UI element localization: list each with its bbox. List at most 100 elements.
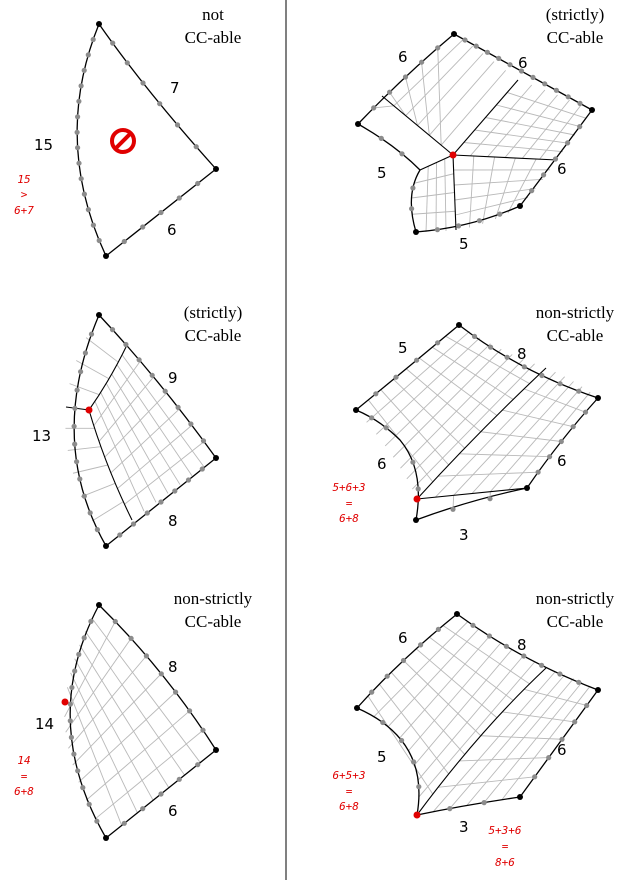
grid-line (435, 371, 556, 498)
grid-line (121, 354, 205, 468)
subdivision-point (565, 94, 571, 100)
note-line-1: 6+5+3 (332, 769, 365, 782)
subdivision-point (94, 818, 100, 824)
corner-vertex (454, 611, 460, 617)
subdivision-point (488, 344, 494, 350)
caption-line-1: non-strictly (536, 303, 615, 322)
subdivision-point (69, 684, 75, 691)
subdivision-point (162, 388, 168, 394)
caption-line-1: (strictly) (184, 303, 243, 322)
boundary-vertex (61, 698, 69, 706)
grid-line (65, 638, 132, 733)
subdivision-point (387, 89, 393, 95)
grid-line (453, 376, 565, 496)
subdivision-point (158, 671, 164, 677)
side-label: 8 (168, 658, 178, 676)
grid-line (68, 655, 147, 749)
subdivision-point (130, 521, 137, 527)
subdivision-point (410, 185, 416, 191)
subdivision-point (117, 532, 123, 538)
grid-line (390, 671, 466, 755)
grid-line (454, 188, 536, 201)
grid-line (480, 431, 562, 442)
subdivision-point (71, 751, 77, 757)
subdivision-point (542, 81, 548, 87)
corner-vertex (413, 517, 419, 523)
grid-line (373, 621, 469, 717)
subdivision-point (409, 206, 415, 212)
grid-line (91, 501, 124, 522)
grid-line (466, 678, 574, 806)
subdivision-point (462, 37, 468, 43)
grid-line (417, 655, 524, 781)
subdivision-point (158, 499, 164, 505)
quad-grid (373, 39, 587, 232)
grid-line (501, 685, 591, 800)
corner-vertex (595, 687, 601, 693)
prohibited-icon (110, 128, 136, 154)
subdivision-point (124, 60, 130, 66)
subdivision-point (144, 510, 150, 516)
corner-vertex (213, 747, 219, 753)
caption-line-1: non-strictly (174, 589, 253, 608)
subdivision-point (195, 180, 201, 187)
subdivision-point (570, 424, 576, 430)
side-label: 6 (518, 54, 528, 72)
grid-line (376, 337, 481, 435)
subdivision-point (140, 806, 146, 812)
grid-line (437, 47, 442, 146)
subdivision-point (487, 496, 493, 502)
subdivision-point (529, 188, 535, 194)
side-label: 3 (459, 818, 469, 836)
subdivision-point (497, 211, 503, 217)
side-label: 14 (35, 715, 54, 733)
subdivision-point (88, 331, 95, 337)
triangle-outline (76, 23, 217, 257)
grid-line (399, 635, 491, 739)
side-label: 6 (398, 48, 408, 66)
grid-line (85, 710, 190, 801)
grid-line (438, 471, 539, 477)
corner-vertex (213, 166, 219, 172)
dual-edge (88, 409, 133, 521)
corner-vertex (524, 485, 530, 491)
subdivision-point (78, 369, 84, 375)
panel-strictly-cc-able-pentagon: (strictly) CC-able 6 6 5 6 5 (355, 5, 604, 253)
subdivision-point (402, 74, 409, 80)
grid-line (474, 129, 569, 144)
side-label: 7 (170, 79, 180, 97)
subdivision-point (418, 642, 424, 648)
grid-line (105, 383, 169, 494)
subdivision-point (121, 238, 127, 245)
side-label: 6 (398, 629, 408, 647)
grid-line (393, 378, 465, 449)
grid-line (496, 104, 581, 128)
grid-line (445, 335, 530, 385)
subdivision-point (173, 689, 179, 695)
side-label: 6 (557, 741, 567, 759)
interior-vertex (413, 811, 421, 819)
subdivision-point (172, 488, 178, 494)
subdivision-point (200, 727, 206, 733)
caption-line-2: CC-able (547, 326, 604, 345)
subdivision-point (416, 784, 422, 790)
subdivision-point (415, 486, 421, 492)
subdivision-point (572, 719, 578, 725)
subdivision-point (85, 207, 91, 213)
subdivision-point (383, 425, 389, 431)
corner-vertex (103, 543, 109, 549)
note-line-1: 14 (17, 754, 30, 767)
subdivision-point (78, 83, 84, 89)
side-label: 5 (377, 164, 387, 182)
note-line-3: 6+7 (14, 204, 34, 217)
subdivision-point (67, 718, 73, 724)
note2-line-1: 5+3+6 (488, 824, 521, 837)
subdivision-point (400, 657, 407, 664)
grid-line (485, 117, 575, 136)
side-label: 6 (377, 455, 387, 473)
subdivision-point (582, 409, 589, 415)
subdivision-point (140, 224, 146, 230)
side-label: 3 (459, 526, 469, 544)
grid-line (72, 673, 162, 766)
subdivision-point (539, 662, 545, 668)
